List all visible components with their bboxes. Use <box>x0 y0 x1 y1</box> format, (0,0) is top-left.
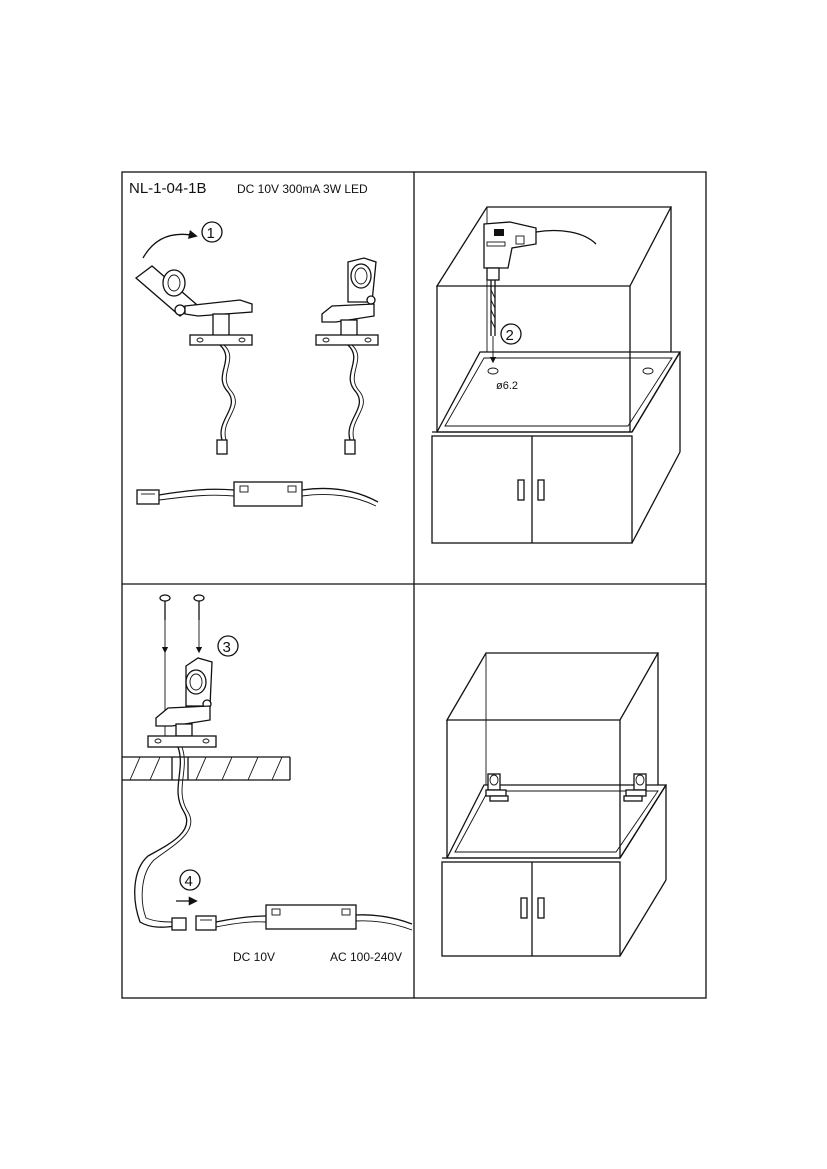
step-1-marker <box>201 221 223 243</box>
lamp-mounted <box>147 657 217 748</box>
panel-2: 2 ø6.2 <box>431 206 682 544</box>
lamp-upright <box>315 257 379 455</box>
model-number: NL-1-04-1B <box>129 180 207 197</box>
electrical-spec: DC 10V 300mA 3W LED <box>237 182 368 196</box>
panel-grid <box>121 171 707 999</box>
glass-case-assembled <box>445 652 660 858</box>
glass-case <box>435 206 673 432</box>
step-2-number: 2 <box>506 327 514 344</box>
step-4-number: 4 <box>185 873 193 890</box>
input-voltage-label: AC 100-240V <box>330 950 402 964</box>
lamp-cable-2 <box>141 746 192 923</box>
step-1-number: 1 <box>207 225 215 242</box>
lamp-folded <box>134 265 253 455</box>
shelf-section <box>122 756 291 781</box>
step-3-marker <box>217 635 239 657</box>
installed-lamp-left <box>485 773 509 802</box>
panel-3: 3 <box>122 594 413 964</box>
cabinet <box>431 351 682 544</box>
cabinet-assembled <box>441 784 668 957</box>
installed-lamp-right <box>623 773 647 802</box>
lamp-cable <box>134 746 188 928</box>
power-driver <box>136 481 379 507</box>
panel-1: NL-1-04-1B DC 10V 300mA 3W LED 1 <box>129 180 379 507</box>
step-2-marker <box>500 323 522 345</box>
connector-driver <box>171 904 413 931</box>
output-voltage-label: DC 10V <box>233 950 275 964</box>
hole-diameter-label: ø6.2 <box>496 380 518 392</box>
step-3-number: 3 <box>223 639 231 656</box>
drill-icon <box>483 221 597 364</box>
panel-4 <box>441 652 668 957</box>
rotate-arrow-icon <box>142 229 198 259</box>
step-4-marker <box>179 869 201 891</box>
screw-icon <box>159 594 205 745</box>
